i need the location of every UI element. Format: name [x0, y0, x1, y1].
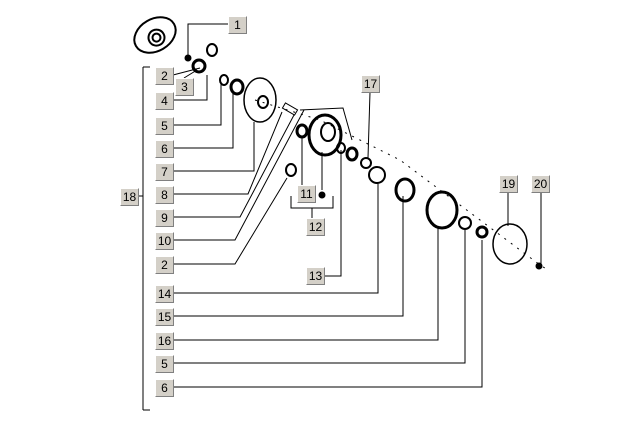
- pulley-half: [243, 77, 277, 123]
- callout-16[interactable]: 16: [155, 332, 174, 350]
- callout-19[interactable]: 19: [499, 175, 518, 193]
- washer: [285, 163, 297, 177]
- shaft: [281, 102, 299, 116]
- callout-7[interactable]: 7: [155, 163, 174, 181]
- callout-10[interactable]: 10: [155, 232, 174, 250]
- bearing: [191, 58, 207, 74]
- callout-9[interactable]: 9: [155, 209, 174, 227]
- nut: [184, 54, 192, 62]
- callout-8[interactable]: 8: [155, 186, 174, 204]
- nut: [535, 262, 543, 270]
- callout-6b[interactable]: 6: [155, 379, 174, 397]
- callout-3[interactable]: 3: [175, 78, 194, 96]
- circlip: [219, 74, 229, 86]
- callout-11[interactable]: 11: [297, 185, 316, 203]
- ball: [318, 191, 326, 199]
- clutch-drum: [307, 113, 343, 157]
- callout-13[interactable]: 13: [306, 267, 325, 285]
- callout-5b[interactable]: 5: [155, 355, 174, 373]
- callout-12[interactable]: 12: [306, 218, 325, 236]
- ring: [295, 123, 309, 139]
- leader-lines: [138, 23, 549, 411]
- callout-4[interactable]: 4: [155, 92, 174, 110]
- clutch: [425, 190, 459, 230]
- bushing: [368, 166, 386, 184]
- callout-1[interactable]: 1: [228, 16, 247, 34]
- callout-2[interactable]: 2: [155, 67, 174, 85]
- callout-6[interactable]: 6: [155, 140, 174, 158]
- callout-2b[interactable]: 2: [155, 256, 174, 274]
- callout-17[interactable]: 17: [361, 75, 380, 93]
- callout-5[interactable]: 5: [155, 117, 174, 135]
- callout-14[interactable]: 14: [155, 285, 174, 303]
- parts: [133, 16, 543, 270]
- callout-20[interactable]: 20: [531, 175, 550, 193]
- crankcase-cover: [133, 16, 177, 54]
- bell: [492, 223, 528, 265]
- washer: [206, 43, 218, 57]
- washer: [229, 78, 245, 96]
- spring: [394, 177, 416, 203]
- callout-18[interactable]: 18: [120, 188, 139, 206]
- callout-15[interactable]: 15: [155, 308, 174, 326]
